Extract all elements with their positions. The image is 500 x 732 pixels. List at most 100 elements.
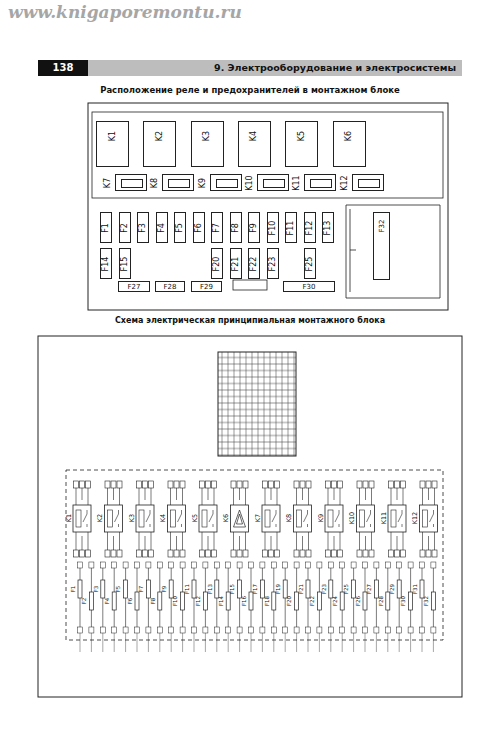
fuse-slot: F22 <box>248 248 260 279</box>
wire <box>182 633 183 652</box>
fuse-slot: F13 <box>322 212 334 243</box>
fuse-slot: F15 <box>119 248 131 279</box>
slot-label: K10 <box>246 175 254 190</box>
relay-symbol <box>231 481 249 557</box>
wire <box>308 633 309 652</box>
slot-label: K4 <box>250 131 258 141</box>
fuse-symbol <box>340 562 345 633</box>
slot-label: K7 <box>104 177 112 187</box>
wire <box>330 633 331 652</box>
fuse-symbol <box>180 562 185 633</box>
wire <box>285 633 286 652</box>
fuse-slot: F8 <box>230 212 242 243</box>
slot-label: K3 <box>203 131 211 141</box>
slot-label: K6 <box>345 131 353 141</box>
wire <box>102 633 103 652</box>
slot-label: F30 <box>303 283 316 290</box>
slot-label: F23 <box>269 256 277 271</box>
fuse-slot: F2 <box>119 212 131 243</box>
fuse-slot: F5 <box>174 212 186 243</box>
slot-label: F4 <box>158 223 166 233</box>
slot-label: F2 <box>121 223 129 233</box>
fuse-label: F22 <box>310 596 316 606</box>
fuse-slot: F29 <box>191 281 222 292</box>
slot-label: F7 <box>213 223 221 233</box>
relay-symbol <box>388 481 406 557</box>
section-heading: 9. Электрооборудование и электросистемы <box>214 63 456 73</box>
relay-slot: K12 <box>352 174 384 191</box>
schematic-title: Схема электрическая принципиальная монта… <box>115 317 385 325</box>
slot <box>233 280 267 290</box>
wire <box>114 633 115 652</box>
relay-label: K1 <box>65 514 72 522</box>
fuse-symbol <box>89 562 94 633</box>
fuse-label: F13 <box>208 584 214 594</box>
wire <box>376 633 377 652</box>
relay-slot: K4 <box>238 121 271 167</box>
fuse-symbol <box>271 562 276 633</box>
fuse-slot: F10 <box>267 212 279 243</box>
wire <box>399 633 400 652</box>
relay-slot: K3 <box>191 121 224 167</box>
fuse-label: F28 <box>379 596 385 606</box>
fuse-label: F1 <box>71 586 77 593</box>
fuse-label: F9 <box>162 586 168 593</box>
slot-insert <box>263 179 285 188</box>
fuse-slot: F30 <box>283 281 335 292</box>
fuse-label: F21 <box>299 584 305 594</box>
relay-slot: K8 <box>162 174 194 191</box>
relay-label: K7 <box>254 514 261 522</box>
slot-label: K11 <box>293 175 301 190</box>
relay-slot: K7 <box>115 174 147 191</box>
fuse-label: F18 <box>265 596 271 606</box>
fuse-slot: F1 <box>100 212 112 243</box>
slot-label: K1 <box>109 131 117 141</box>
fuse-slot: F9 <box>248 212 260 243</box>
fuse-symbol <box>112 562 117 633</box>
fuse-slot: F27 <box>118 281 150 292</box>
slot-label: F6 <box>195 223 203 233</box>
slot-label: F13 <box>324 220 332 235</box>
slot-insert <box>216 179 238 188</box>
relay-symbol <box>73 481 91 557</box>
slot-label: F12 <box>306 220 314 235</box>
fuse-label: F17 <box>253 584 259 594</box>
fuse-slot: F21 <box>230 248 242 279</box>
fuse-label: F26 <box>356 596 362 606</box>
fuse-label: F12 <box>196 596 202 606</box>
slot-label: F8 <box>232 223 240 233</box>
section-bar <box>88 60 462 76</box>
fuse-symbol <box>157 562 162 633</box>
fuse-label: F7 <box>139 586 145 593</box>
fuse-label: F14 <box>219 596 225 606</box>
fuse-symbol <box>100 562 105 633</box>
fuse-symbol <box>431 562 436 633</box>
slot-label: F21 <box>232 256 240 271</box>
relay-label: K6 <box>223 514 230 522</box>
wire <box>216 633 217 652</box>
fuse-symbol <box>408 562 413 633</box>
slot-insert <box>358 179 380 188</box>
wire <box>228 633 229 652</box>
relay-label: K5 <box>191 514 198 522</box>
relay-label: K9 <box>317 514 324 522</box>
relay-symbol <box>420 481 438 557</box>
wire <box>296 633 297 652</box>
fuse-label: F8 <box>151 598 157 605</box>
fuse-slot: F11 <box>285 212 297 243</box>
relay-panel <box>92 112 443 198</box>
slot-label: F32 <box>378 220 385 233</box>
fuse-symbol <box>78 562 83 633</box>
fuse-symbol <box>135 562 140 633</box>
fuse-label: F32 <box>424 596 430 606</box>
fuse-symbol <box>385 562 390 633</box>
wire <box>171 633 172 652</box>
slot-insert <box>121 179 143 188</box>
slot-label: F11 <box>287 220 295 235</box>
slot-label: F27 <box>128 283 141 290</box>
fuse-symbol <box>260 562 265 633</box>
slot-label: K8 <box>151 177 159 187</box>
f32-bracket <box>346 205 440 298</box>
fuse-symbol <box>123 562 128 633</box>
wire <box>433 633 434 652</box>
